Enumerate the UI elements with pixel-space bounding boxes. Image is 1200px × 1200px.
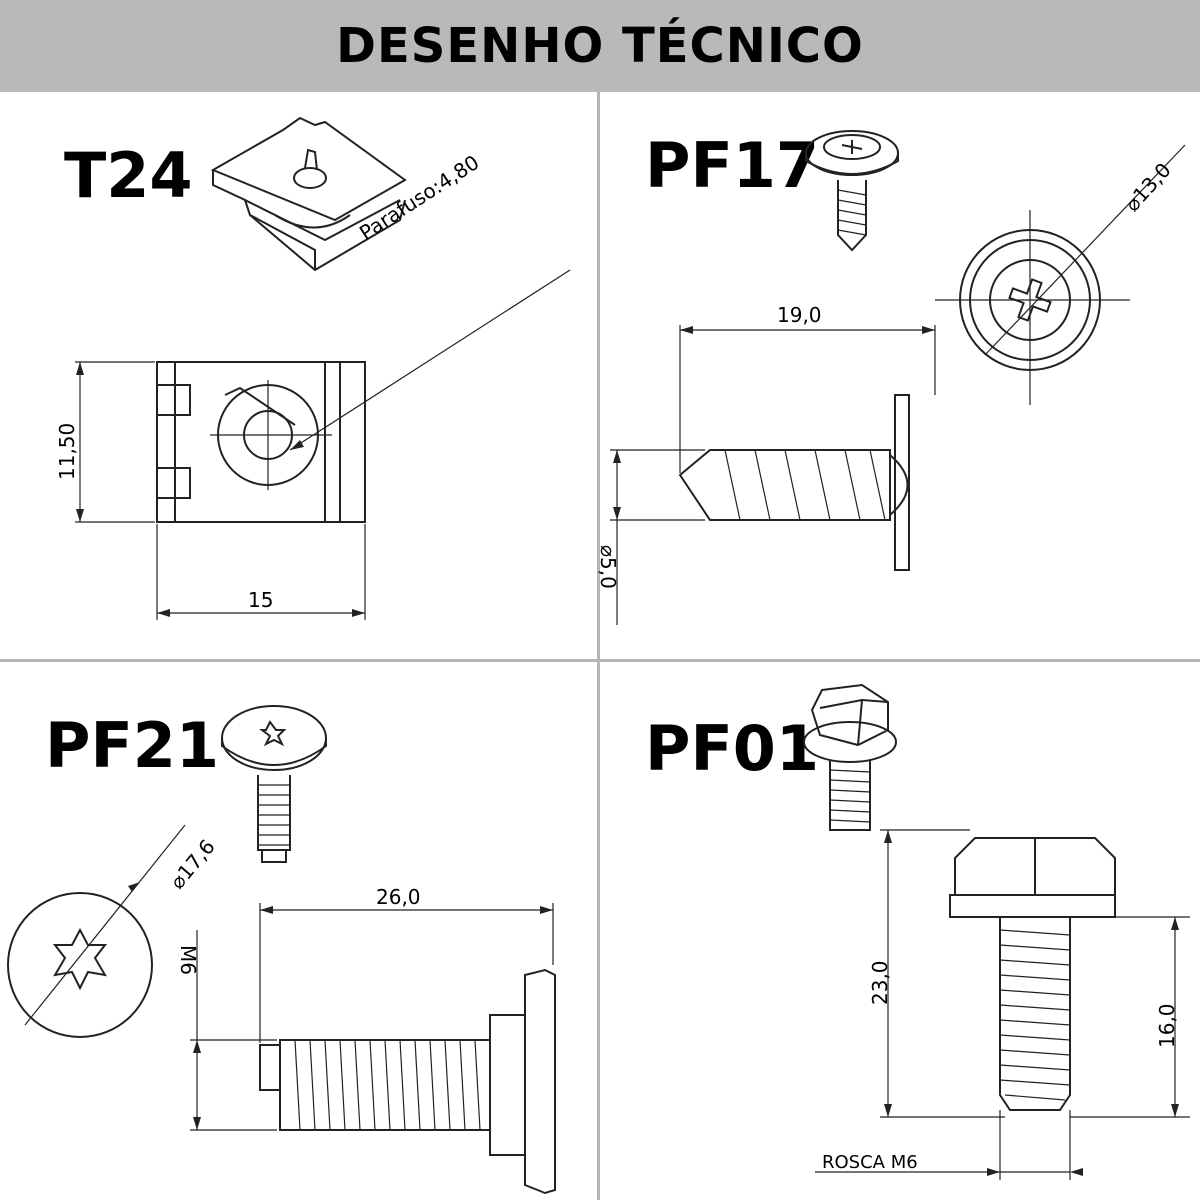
pf21-iso-drawing: [221, 705, 327, 863]
horizontal-divider: [0, 659, 1200, 662]
t24-dim-width: 15: [248, 588, 274, 612]
pf21-code: PF21: [45, 709, 220, 782]
pf17-code: PF17: [645, 129, 820, 202]
pf21-top-view: [7, 824, 186, 1038]
pf01-iso-drawing: [803, 683, 897, 831]
t24-code: T24: [64, 139, 193, 212]
pf21-side-view: [190, 903, 556, 1195]
t24-iso-drawing: [210, 116, 407, 272]
pf21-dim-length: 26,0: [376, 885, 421, 909]
vertical-divider: [597, 92, 600, 1200]
pf21-dim-thread: M6: [176, 945, 200, 975]
pf01-dim-thread-length: 16,0: [1155, 1003, 1179, 1048]
pf17-side-view: [610, 325, 936, 625]
pf01-code: PF01: [645, 712, 820, 785]
pf17-top-view: [935, 144, 1186, 405]
t24-dim-height: 11,50: [55, 422, 79, 480]
pf01-side-view: [815, 829, 1190, 1180]
pf17-dim-shank-value: 5,0: [596, 557, 620, 589]
pf17-dim-length: 19,0: [777, 303, 822, 327]
t24-front-view: [75, 269, 571, 620]
diameter-symbol: ⌀: [596, 545, 620, 558]
pf17-dim-head: ⌀13,0: [1120, 158, 1176, 216]
page-title: DESENHO TÉCNICO: [336, 18, 864, 74]
pf01-dim-total: 23,0: [868, 960, 892, 1005]
pf17-iso-drawing: [805, 130, 899, 252]
pf01-dim-thread: ROSCA M6: [822, 1152, 918, 1173]
header-bar: DESENHO TÉCNICO: [0, 0, 1200, 92]
pf17-dim-shank: ⌀5,0: [596, 545, 620, 589]
